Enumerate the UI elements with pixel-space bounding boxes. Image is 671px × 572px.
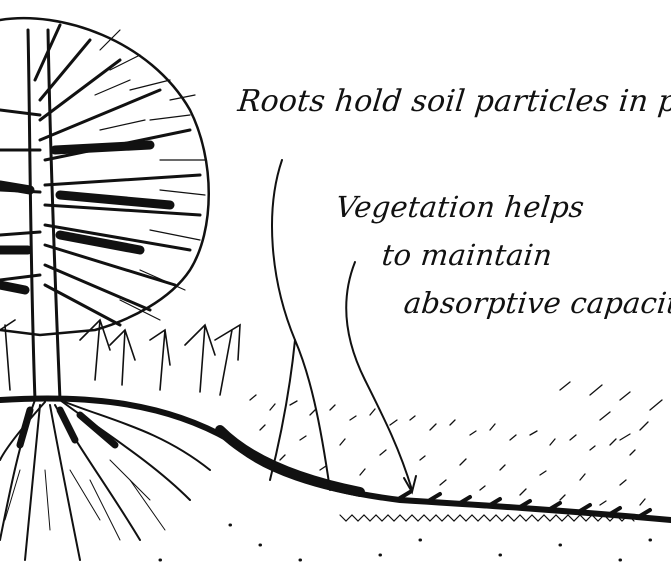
ground-edge-thick <box>220 430 360 492</box>
vegetation-caption-line-2: to maintain <box>380 238 554 272</box>
tree-trunk <box>28 30 60 400</box>
roots-caption: Roots hold soil particles in place <box>236 84 671 119</box>
roots-pointer-line <box>272 160 330 490</box>
roots <box>0 400 210 560</box>
roots-pointer-line-branch <box>270 340 295 480</box>
shrubs <box>0 320 240 395</box>
vegetation-caption-line-3: absorptive capacity <box>402 286 671 320</box>
vegetation-caption-line-1: Vegetation helps <box>334 190 586 224</box>
soil-dots <box>160 525 651 560</box>
vegetation-pointer-line <box>346 262 412 490</box>
canopy-heavy-strokes <box>0 145 170 290</box>
grass-texture <box>250 382 662 505</box>
